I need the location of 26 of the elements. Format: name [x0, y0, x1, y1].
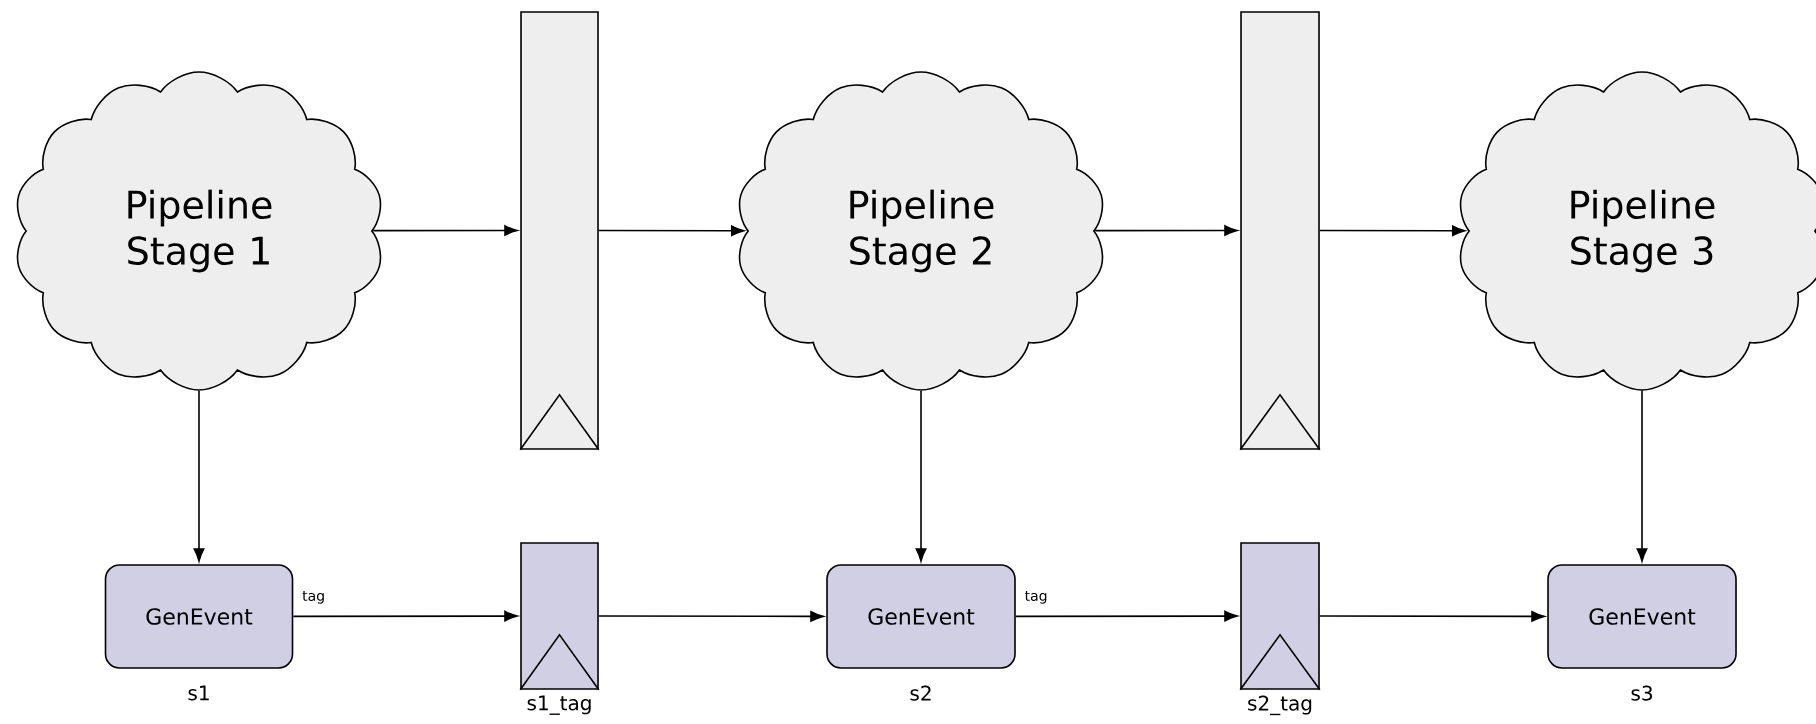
arrow [915, 390, 927, 562]
process-box: GenEvent [104, 564, 294, 669]
queue-box [1239, 542, 1321, 691]
arrow [1319, 610, 1545, 622]
queue-box [1239, 11, 1321, 451]
process-box: GenEvent [1547, 564, 1737, 669]
cloud: Pipeline Stage 2 [738, 71, 1104, 391]
cloud: Pipeline Stage 3 [1459, 71, 1816, 391]
arrow [292, 610, 518, 622]
process-box: GenEvent [826, 564, 1016, 669]
cloud: Pipeline Stage 1 [16, 71, 382, 391]
node-caption: s1_tag [527, 695, 591, 715]
edge-label: tag [1025, 591, 1047, 604]
edge-label: tag [302, 591, 324, 604]
arrow [598, 225, 745, 237]
arrow [1015, 610, 1238, 622]
arrow [598, 610, 824, 622]
queue-box [519, 542, 600, 691]
arrow [1636, 390, 1648, 562]
node-caption: s2_tag [1248, 695, 1312, 716]
node-caption: s3 [1631, 685, 1652, 701]
node-caption: s1 [188, 685, 209, 701]
queue-box [519, 11, 600, 451]
arrow [193, 390, 205, 562]
node-caption: s2 [910, 685, 931, 701]
arrow [1319, 225, 1466, 237]
